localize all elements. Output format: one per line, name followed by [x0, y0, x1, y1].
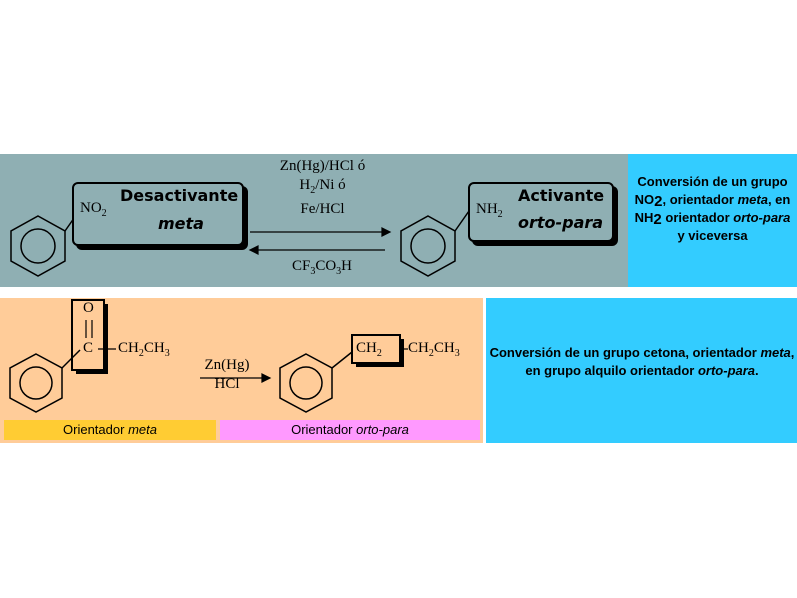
- caption-panel-nitro: [628, 154, 797, 287]
- activating-label: Activante: [518, 186, 605, 205]
- ketone-reaction-drawing: [9, 299, 408, 413]
- reagent-hcl: HCl: [214, 376, 240, 392]
- reagent-zn-hg: Zn(Hg): [204, 357, 250, 373]
- reagent-line-2: H2/Ni ó: [299, 177, 346, 196]
- reagent-top-bottom: Zn(Hg) HCl: [196, 356, 258, 394]
- reagent-line-3: Fe/HCl: [300, 201, 345, 217]
- forward-arrow: [250, 227, 392, 237]
- carbonyl-double-bond: [85, 320, 93, 338]
- ethyl-chain-product: CH2CH3: [408, 340, 460, 359]
- benzene-ring-left: [10, 210, 80, 277]
- ethyl-chain-ketone: CH2CH3: [118, 340, 170, 359]
- nitro-reaction-drawing: [10, 210, 470, 277]
- orto-para-label: orto-para: [518, 213, 604, 232]
- meta-label: meta: [158, 214, 204, 233]
- benzene-ring-product: [279, 351, 353, 413]
- reagents-forward: Zn(Hg)/HCl ó H2/Ni ó Fe/HCl: [250, 157, 395, 219]
- nitro-group-label: NO2: [80, 200, 107, 219]
- oxygen-atom: O: [83, 300, 94, 316]
- label-orientador-orto-para: Orientador orto-para: [220, 420, 480, 440]
- deactivating-label: Desactivante: [120, 186, 239, 205]
- reagent-line-1: Zn(Hg)/HCl ó: [279, 158, 366, 174]
- activating-box: [468, 182, 614, 242]
- methylene-label: CH2: [356, 340, 382, 359]
- benzene-ring-ketone: [9, 349, 81, 413]
- carbon-atom: C: [83, 340, 94, 356]
- label-orientador-meta: Orientador meta: [4, 420, 216, 440]
- backward-arrow: [248, 245, 385, 255]
- caption-ketone-conversion: Conversión de un grupo cetona, orientado…: [489, 345, 795, 378]
- caption-nitro-conversion: Conversión de un grupo NO2, orientador m…: [634, 174, 791, 243]
- caption-panel-ketone: [486, 298, 797, 443]
- benzene-ring-right: [400, 210, 470, 277]
- deactivating-box: [72, 182, 244, 246]
- amino-group-label: NH2: [476, 201, 503, 220]
- reduction-arrow: [200, 373, 272, 383]
- reagent-backward: CF3CO3H: [291, 258, 353, 277]
